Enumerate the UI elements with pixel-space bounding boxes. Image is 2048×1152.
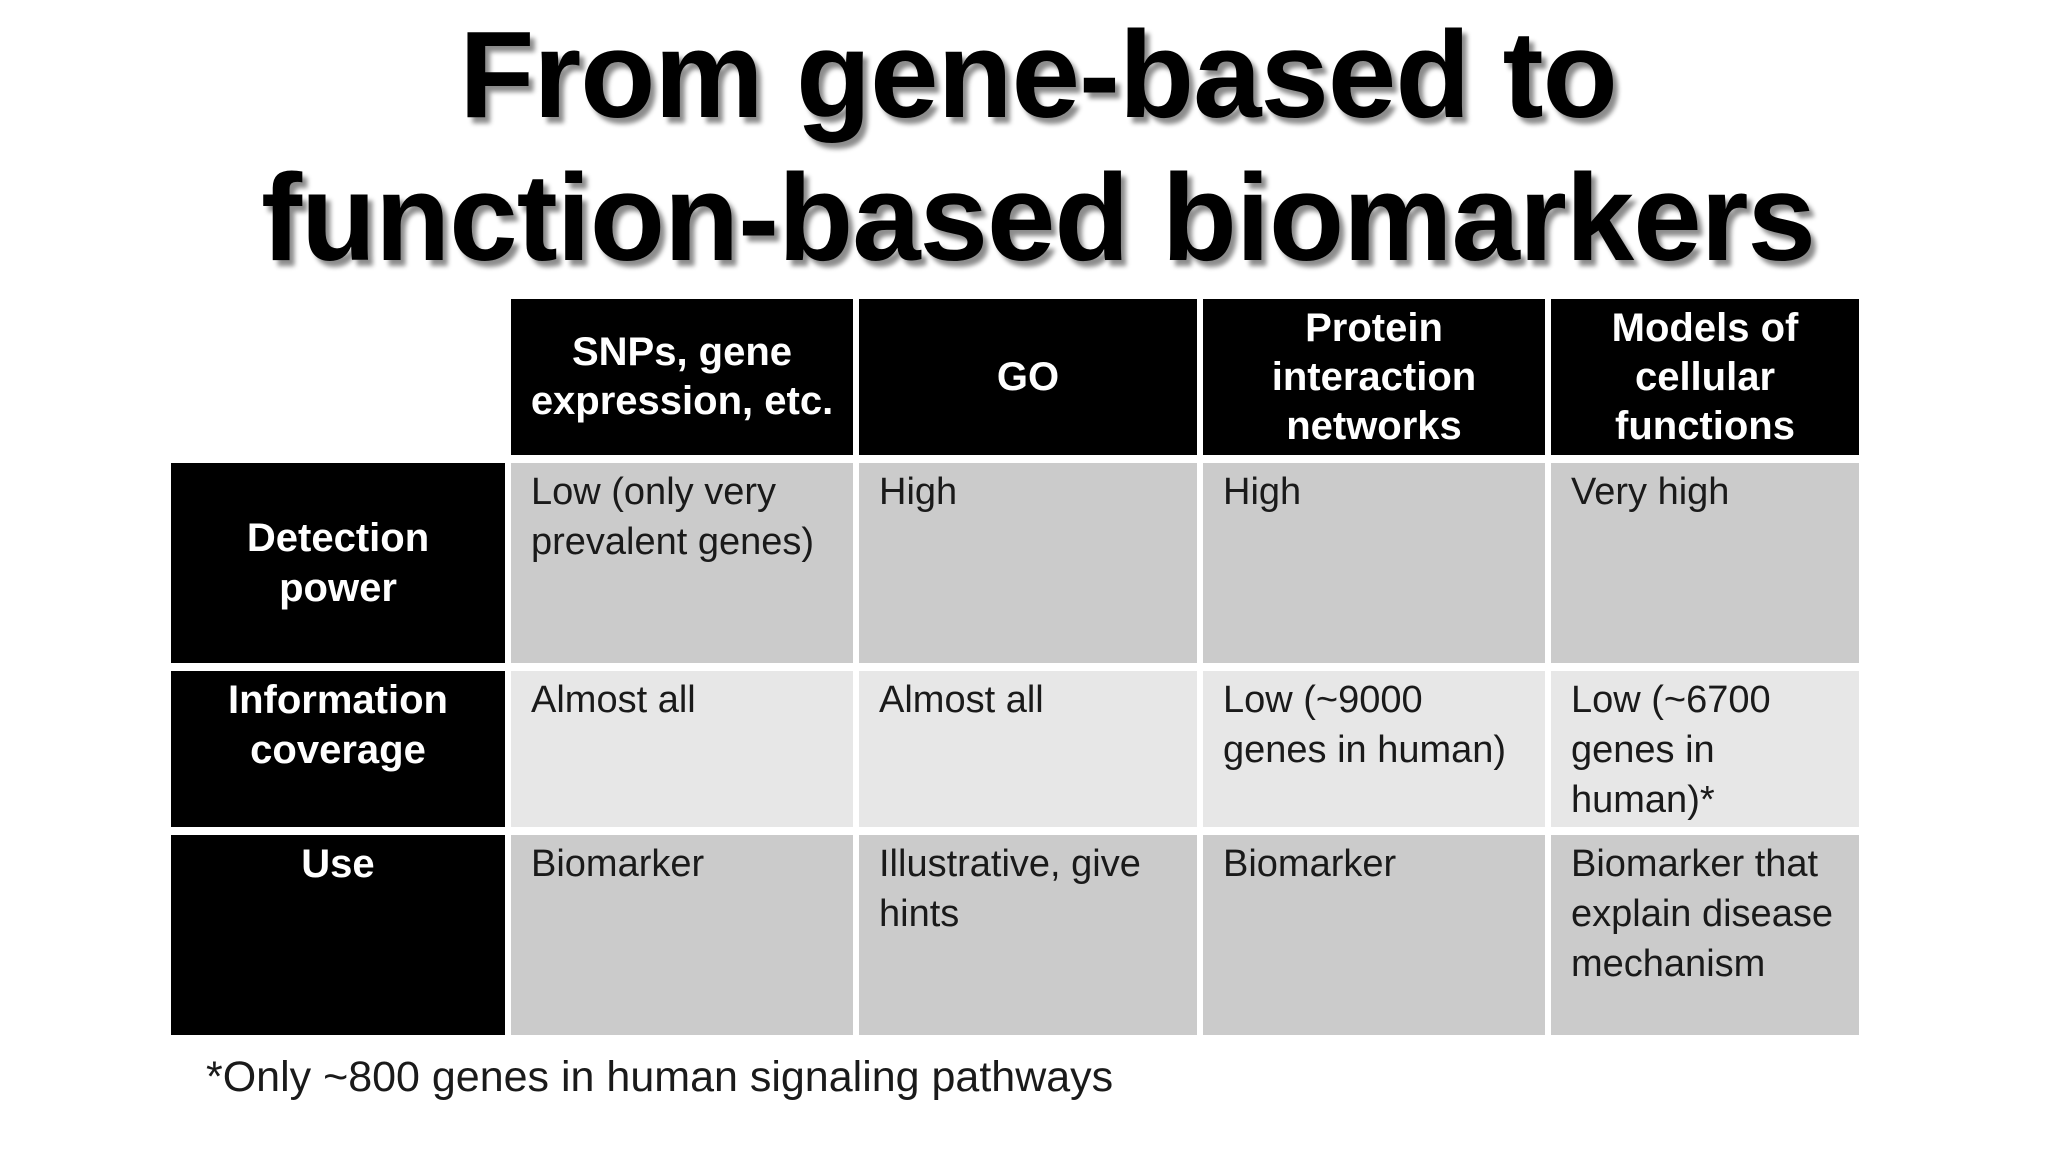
- cell-information-coverage-go: Almost all: [859, 671, 1197, 827]
- slide-title-line1: From gene-based to: [459, 7, 1617, 144]
- col-header-protein-interaction-networks: Protein interaction networks: [1203, 299, 1545, 455]
- cell-use-snps: Biomarker: [511, 835, 853, 1035]
- cell-use-cellular-models: Biomarker that explain disease mechanism: [1551, 835, 1859, 1035]
- cell-use-go: Illustrative, give hints: [859, 835, 1197, 1035]
- cell-detection-power-go: High: [859, 463, 1197, 663]
- footnote: *Only ~800 genes in human signaling path…: [206, 1053, 1114, 1101]
- row-header-detection-power: Detection power: [171, 463, 505, 663]
- corner-cell-empty: [171, 299, 505, 455]
- col-header-models-of-cellular-functions: Models of cellular functions: [1551, 299, 1859, 455]
- cell-information-coverage-cellular-models: Low (~6700 genes in human)*: [1551, 671, 1859, 827]
- cell-use-protein-networks: Biomarker: [1203, 835, 1545, 1035]
- slide-title: From gene-based to function-based biomar…: [0, 4, 2048, 290]
- col-header-go: GO: [859, 299, 1197, 455]
- col-header-snps-gene-expression: SNPs, gene expression, etc.: [511, 299, 853, 455]
- cell-information-coverage-snps: Almost all: [511, 671, 853, 827]
- slide-title-line2: function-based biomarkers: [261, 150, 1816, 287]
- row-header-information-coverage: Information coverage: [171, 671, 505, 827]
- cell-detection-power-snps: Low (only very prevalent genes): [511, 463, 853, 663]
- biomarker-comparison-table: SNPs, gene expression, etc. GO Protein i…: [171, 299, 1859, 1035]
- cell-detection-power-protein-networks: High: [1203, 463, 1545, 663]
- row-header-use: Use: [171, 835, 505, 1035]
- cell-information-coverage-protein-networks: Low (~9000 genes in human): [1203, 671, 1545, 827]
- cell-detection-power-cellular-models: Very high: [1551, 463, 1859, 663]
